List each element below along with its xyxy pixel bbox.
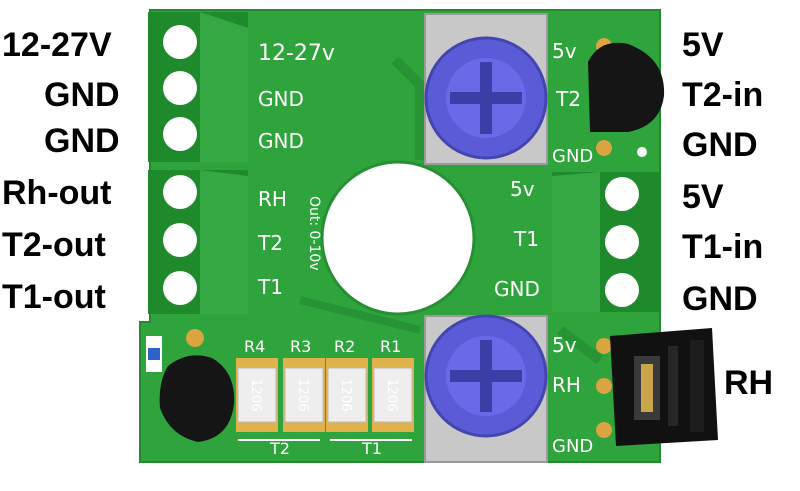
silk-t2-t2: T2 — [555, 87, 581, 111]
silk-channel-t1: T1 — [361, 439, 382, 458]
silk-t1-gnd: GND — [494, 277, 540, 301]
silk-t1-5v: 5v — [510, 177, 535, 201]
silk-gnd: GND — [258, 129, 304, 153]
via — [637, 147, 647, 157]
silk-rh-gnd: GND — [552, 436, 593, 457]
silk-t2: T2 — [257, 231, 283, 255]
potentiometer-top[interactable] — [424, 13, 548, 165]
label-5v-t1: 5V — [682, 178, 724, 216]
resistor-r3 — [283, 358, 325, 432]
label-gnd-t1: GND — [682, 280, 758, 318]
label-rh: RH — [724, 364, 774, 402]
silk-t1-t1: T1 — [513, 227, 539, 251]
resistor-r4 — [236, 358, 278, 432]
t2-sensor-transistor — [588, 42, 665, 132]
left-terminal-power — [148, 12, 248, 162]
silk-t2-5v: 5v — [552, 39, 577, 63]
silk-r3: R3 — [290, 337, 311, 356]
silk-r2: R2 — [334, 337, 355, 356]
right-terminal-t1 — [552, 172, 660, 312]
label-t1-out: T1-out — [2, 278, 106, 316]
resistor-r2 — [326, 358, 368, 432]
humidity-sensor — [610, 328, 718, 446]
screw-hole — [605, 273, 639, 307]
silk-r1: R1 — [380, 337, 401, 356]
silk-t2-gnd: GND — [552, 146, 593, 167]
potentiometer-bottom[interactable] — [424, 314, 548, 463]
label-t2-in: T2-in — [682, 76, 764, 114]
silk-rh: RH — [258, 187, 287, 211]
pcb-trace — [299, 296, 421, 334]
label-t1-in: T1-in — [682, 228, 764, 266]
silk-rh-rh: RH — [552, 373, 581, 397]
label-12-27v: 12-27V — [2, 26, 112, 64]
screw-hole — [605, 177, 639, 211]
screw-hole — [163, 271, 197, 305]
mounting-hole — [320, 160, 476, 316]
silk-channel-t2: T2 — [269, 439, 290, 458]
header-pin — [596, 378, 612, 394]
smd-diode-band — [148, 348, 160, 360]
resistor-code: 1206 — [384, 378, 399, 411]
silk-t1: T1 — [257, 275, 283, 299]
silk-12-27v: 12-27v — [258, 41, 335, 66]
label-gnd-2: GND — [44, 122, 120, 160]
screw-hole — [605, 225, 639, 259]
screw-hole — [163, 223, 197, 257]
screw-hole — [163, 71, 197, 105]
label-t2-out: T2-out — [2, 226, 106, 264]
screw-hole — [163, 175, 197, 209]
silk-r4: R4 — [244, 337, 265, 356]
silk-gnd: GND — [258, 87, 304, 111]
screw-hole — [163, 25, 197, 59]
resistor-r1 — [372, 358, 414, 432]
label-rh-out: Rh-out — [2, 174, 112, 212]
label-gnd-1: GND — [44, 76, 120, 114]
header-pin — [596, 422, 612, 438]
pad — [186, 329, 204, 347]
label-5v-t2: 5V — [682, 26, 724, 64]
resistor-code: 1206 — [338, 378, 353, 411]
header-pin — [596, 338, 612, 354]
pcb-trace — [391, 56, 425, 160]
resistor-code: 1206 — [248, 378, 263, 411]
left-terminal-outputs — [148, 170, 248, 314]
pcb-trace — [557, 326, 603, 364]
silk-rh-5v: 5v — [552, 333, 577, 357]
t1-sensor-transistor — [159, 355, 235, 442]
screw-hole — [163, 117, 197, 151]
header-pin — [596, 140, 612, 156]
silk-out-note: Out: 0-10v — [306, 196, 322, 271]
resistor-code: 1206 — [295, 378, 310, 411]
label-gnd-t2: GND — [682, 126, 758, 164]
